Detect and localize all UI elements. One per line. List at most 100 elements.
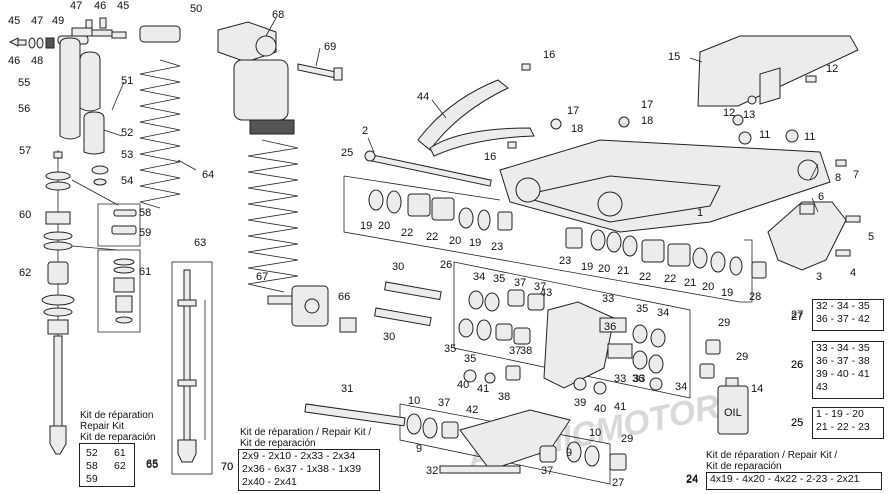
kit70-title-line: Kit de reparación: [240, 438, 316, 449]
callout-number: 70: [221, 461, 233, 473]
callout-number: 23: [491, 241, 503, 253]
callout-number: 30: [383, 331, 395, 343]
callout-number: 15: [668, 51, 680, 63]
callout-number: 45: [8, 15, 20, 27]
callout-number: 37: [514, 277, 526, 289]
callout-number: 39: [574, 397, 586, 409]
callout-number: 64: [202, 169, 214, 181]
callout-number: 26: [791, 359, 803, 371]
kit27-ref: 27: [791, 309, 804, 321]
kit65-item: 58: [86, 460, 98, 472]
kit26-row: 36 - 37 - 38: [816, 355, 870, 367]
callout-number: 35: [636, 303, 648, 315]
kit26-box: 33 - 34 - 35 36 - 37 - 38 39 - 40 - 41 4…: [812, 341, 884, 399]
callout-number: 16: [543, 49, 555, 61]
callout-number: 20: [449, 235, 461, 247]
callout-number: 9: [566, 447, 572, 459]
callout-number: 33: [602, 293, 614, 305]
callout-number: 6: [818, 191, 824, 203]
callout-number: 18: [641, 115, 653, 127]
kit70-title: Kit de réparation / Repair Kit / Kit de …: [240, 427, 371, 449]
screw-45: [8, 37, 19, 47]
callout-number: 29: [621, 433, 633, 445]
callout-number: 45: [117, 0, 129, 12]
callout-number: 42: [466, 404, 478, 416]
callout-number: 28: [749, 291, 761, 303]
callout-number: 69: [324, 41, 336, 53]
callout-number: 54: [121, 175, 133, 187]
callout-number: 57: [19, 145, 31, 157]
kit65-ref: 65: [146, 458, 159, 470]
callout-number: 37: [509, 345, 521, 357]
kit24-title-line: Kit de réparation / Repair Kit /: [706, 450, 838, 461]
kit25-row: 21 - 22 - 23: [816, 421, 870, 433]
preload-adjuster-50: [139, 25, 181, 43]
callout-number: 5: [868, 231, 874, 243]
callout-number: 43: [540, 287, 552, 299]
callout-number: 56: [18, 103, 30, 115]
callout-number: 37: [541, 465, 553, 477]
callout-number: 17: [641, 99, 653, 111]
reservoir-cap-51: [79, 51, 101, 112]
callout-number: 59: [139, 227, 151, 239]
callout-number: 35: [464, 353, 476, 365]
oil-label: OIL: [724, 407, 742, 419]
callout-number: 35: [444, 343, 456, 355]
damper-rod-63: [171, 261, 213, 475]
kit70-ref: 70: [221, 461, 234, 473]
callout-number: 51: [121, 75, 133, 87]
oil-bottle-14: OIL: [717, 377, 749, 435]
callout-number: 55: [18, 77, 30, 89]
bearing-row-25: [343, 175, 767, 303]
callout-number: 20: [598, 263, 610, 275]
callout-number: 12: [723, 107, 735, 119]
kit24-box: 4x19 - 4x20 - 4x22 - 2-23 - 2x21: [706, 472, 882, 490]
kit65-item: 59: [86, 473, 98, 485]
leader-lines: [103, 17, 819, 213]
callout-number: 34: [473, 271, 485, 283]
callout-number: 19: [721, 287, 733, 299]
callout-number: 2: [362, 125, 368, 137]
callout-number: 30: [392, 261, 404, 273]
callout-number: 46: [94, 0, 106, 12]
caliper-bracket-3: [767, 201, 861, 271]
callout-number: 46: [8, 55, 20, 67]
callout-number: 58: [139, 207, 151, 219]
callout-number: 22: [639, 271, 651, 283]
callout-number: 66: [338, 291, 350, 303]
callout-number: 17: [567, 105, 579, 117]
kit24-row: 4x19 - 4x20 - 4x22 - 2-23 - 2x21: [710, 473, 860, 485]
kit65-item: 62: [114, 460, 126, 472]
kit27-box: 32 - 34 - 35 36 - 37 - 42: [812, 299, 884, 331]
callout-number: 14: [751, 383, 763, 395]
chain-guide-44: [417, 63, 630, 157]
callout-number: 49: [52, 15, 64, 27]
rear-shock-absorber: [217, 21, 357, 333]
callout-number: 60: [19, 209, 31, 221]
callout-number: 27: [612, 477, 624, 489]
callout-number: 19: [581, 261, 593, 273]
kit70-box: 2x9 - 2x10 - 2x33 - 2x34 2x36 - 6x37 - 1…: [238, 449, 380, 491]
callout-number: 19: [469, 237, 481, 249]
callout-number: 27: [791, 311, 803, 323]
callout-number: 23: [559, 255, 571, 267]
spring-64: [139, 25, 181, 209]
kit25-ref: 25: [791, 417, 804, 429]
kit65-title-line: Repair Kit: [80, 421, 124, 432]
callout-number: 34: [657, 307, 669, 319]
callout-number: 11: [759, 129, 770, 141]
kit26-row: 33 - 34 - 35: [816, 342, 870, 354]
callout-number: 35: [493, 273, 505, 285]
callout-number: 36: [604, 321, 616, 333]
callout-number: 41: [614, 401, 626, 413]
kit26-row: 43: [816, 381, 828, 393]
kit65-item: 52: [86, 447, 98, 459]
kit70-row: 2x36 - 6x37 - 1x38 - 1x39: [242, 463, 362, 475]
callout-number: 16: [484, 151, 496, 163]
dogbone-kit-27: [304, 339, 721, 485]
left-reservoir-column: [8, 17, 141, 455]
callout-number: 3: [816, 271, 822, 283]
kit27-row: 36 - 37 - 42: [816, 313, 870, 325]
